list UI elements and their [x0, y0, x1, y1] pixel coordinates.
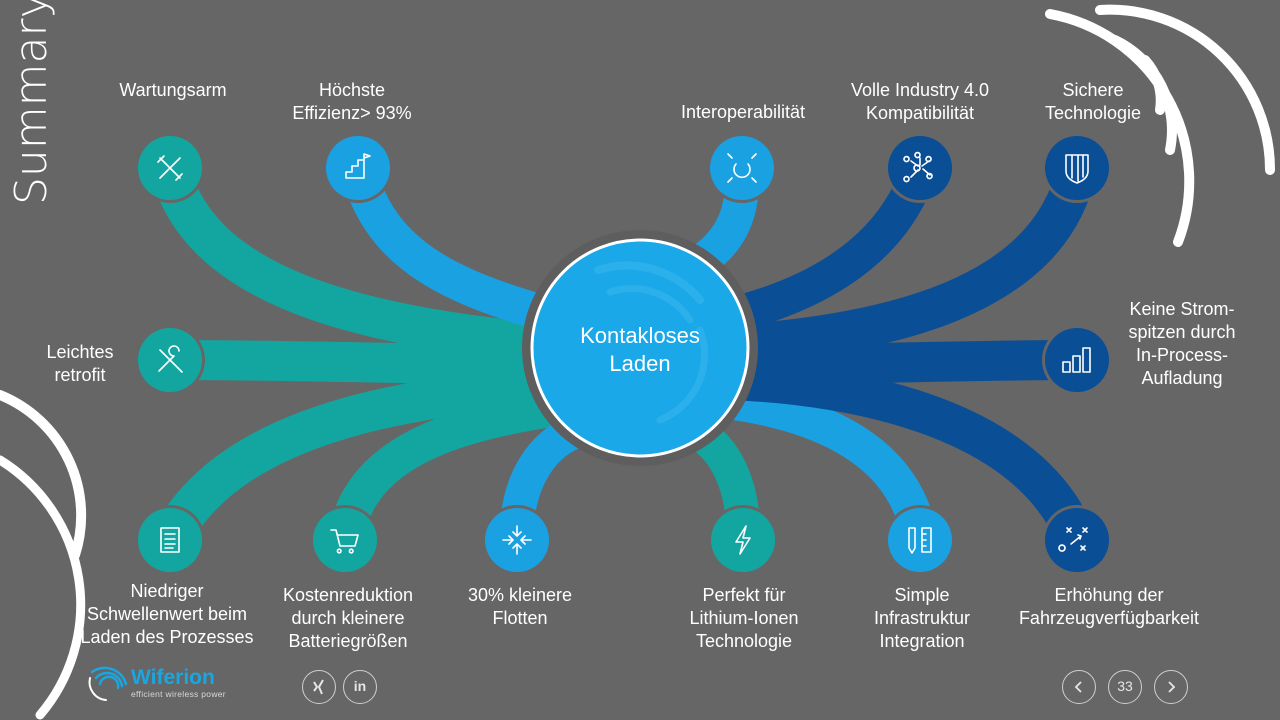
label-interoperabilitaet: Interoperabilität	[680, 102, 806, 122]
shield-icon	[1065, 154, 1089, 184]
page-number: 33	[1108, 670, 1142, 704]
label-schwellenwert: Niedriger Schwellenwert beim Laden des P…	[80, 581, 254, 647]
label-lithium-ionen: Perfekt für Lithium-Ionen Technologie	[689, 585, 799, 651]
node-circle-interoperabilitaet	[710, 136, 774, 200]
node-circle-infrastruktur	[888, 508, 952, 572]
branch-schwellenwert	[150, 365, 580, 560]
label-effizienz: Höchste Effizienz> 93%	[292, 80, 412, 123]
decor-arcs-top-right	[1045, 4, 1276, 247]
next-slide-button[interactable]	[1154, 670, 1188, 704]
brand-name: Wiferion	[131, 666, 215, 689]
node-effizienz	[323, 133, 393, 203]
node-schwellenwert	[135, 505, 205, 575]
node-circle-kostenreduktion	[313, 508, 377, 572]
node-infrastruktur	[885, 505, 955, 575]
branch-leichtes-retrofit	[150, 340, 580, 385]
network-nodes-icon	[903, 151, 933, 183]
wrench-screwdriver-icon	[158, 345, 183, 373]
stairs-flag-icon	[345, 153, 371, 179]
xing-icon	[313, 679, 324, 695]
label-industry: Volle Industry 4.0 Kompatibilität	[850, 80, 990, 123]
brand-tagline: efficient wireless power	[131, 689, 226, 699]
node-circle-stromspitzen	[1045, 328, 1109, 392]
slide-title: Summary	[6, 0, 57, 205]
compress-arrows-icon	[502, 525, 532, 555]
tools-icon	[157, 155, 183, 181]
shopping-cart-icon	[330, 529, 359, 554]
branch-kostenreduktion	[327, 387, 593, 558]
node-circle-kleinere-flotten	[485, 508, 549, 572]
strategy-play-icon	[1058, 527, 1088, 552]
label-infrastruktur: Simple Infrastruktur Integration	[873, 585, 971, 651]
xing-link[interactable]	[302, 670, 336, 704]
label-fahrzeugverfuegbarkeit: Erhöhung der Fahrzeugverfügbarkeit	[1018, 585, 1200, 628]
checklist-icon	[160, 527, 180, 553]
chevron-left-icon	[1074, 681, 1082, 693]
center-label: Kontakloses Laden	[580, 323, 700, 376]
previous-slide-button[interactable]	[1062, 670, 1096, 704]
center-hub	[522, 230, 758, 466]
node-wartungsarm	[135, 133, 205, 203]
linkedin-link[interactable]: in	[343, 670, 377, 704]
wiferion-logo-icon	[88, 666, 128, 701]
node-stromspitzen	[1042, 325, 1112, 395]
bar-chart-icon	[1062, 347, 1091, 373]
label-stromspitzen: Keine Strom- spitzen durch In-Process- A…	[1128, 299, 1236, 388]
node-sichere-technologie	[1042, 133, 1112, 203]
node-fahrzeugverfuegbarkeit	[1042, 505, 1112, 575]
label-kleinere-flotten: 30% kleinere Flotten	[467, 585, 573, 628]
branch-effizienz	[340, 150, 578, 336]
node-kleinere-flotten	[482, 505, 552, 575]
node-industry	[885, 133, 955, 203]
puzzle-arrows-icon	[727, 153, 757, 183]
label-leichtes-retrofit: Leichtes retrofit	[46, 342, 114, 385]
branch-wartungsarm	[150, 148, 580, 365]
node-circle-effizienz	[326, 136, 390, 200]
branch-stromspitzen	[710, 340, 1097, 385]
node-circle-sichere-technologie	[1045, 136, 1109, 200]
node-interoperabilitaet	[707, 133, 777, 203]
lightning-bolt-icon	[735, 525, 751, 555]
branch-sichere-technologie	[710, 148, 1097, 365]
label-wartungsarm: Wartungsarm	[119, 80, 227, 100]
node-lithium-ionen	[708, 505, 778, 575]
decor-arcs-bottom-left	[0, 390, 87, 720]
pencil-ruler-icon	[908, 527, 932, 554]
label-kostenreduktion: Kostenreduktion durch kleinere Batterieg…	[282, 585, 414, 651]
node-circle-lithium-ionen	[711, 508, 775, 572]
node-kostenreduktion	[310, 505, 380, 575]
label-sichere-technologie: Sichere Technologie	[1044, 80, 1142, 123]
node-leichtes-retrofit	[135, 325, 205, 395]
branch-infrastruktur	[702, 382, 938, 558]
node-circle-schwellenwert	[138, 508, 202, 572]
chevron-right-icon	[1168, 681, 1176, 693]
